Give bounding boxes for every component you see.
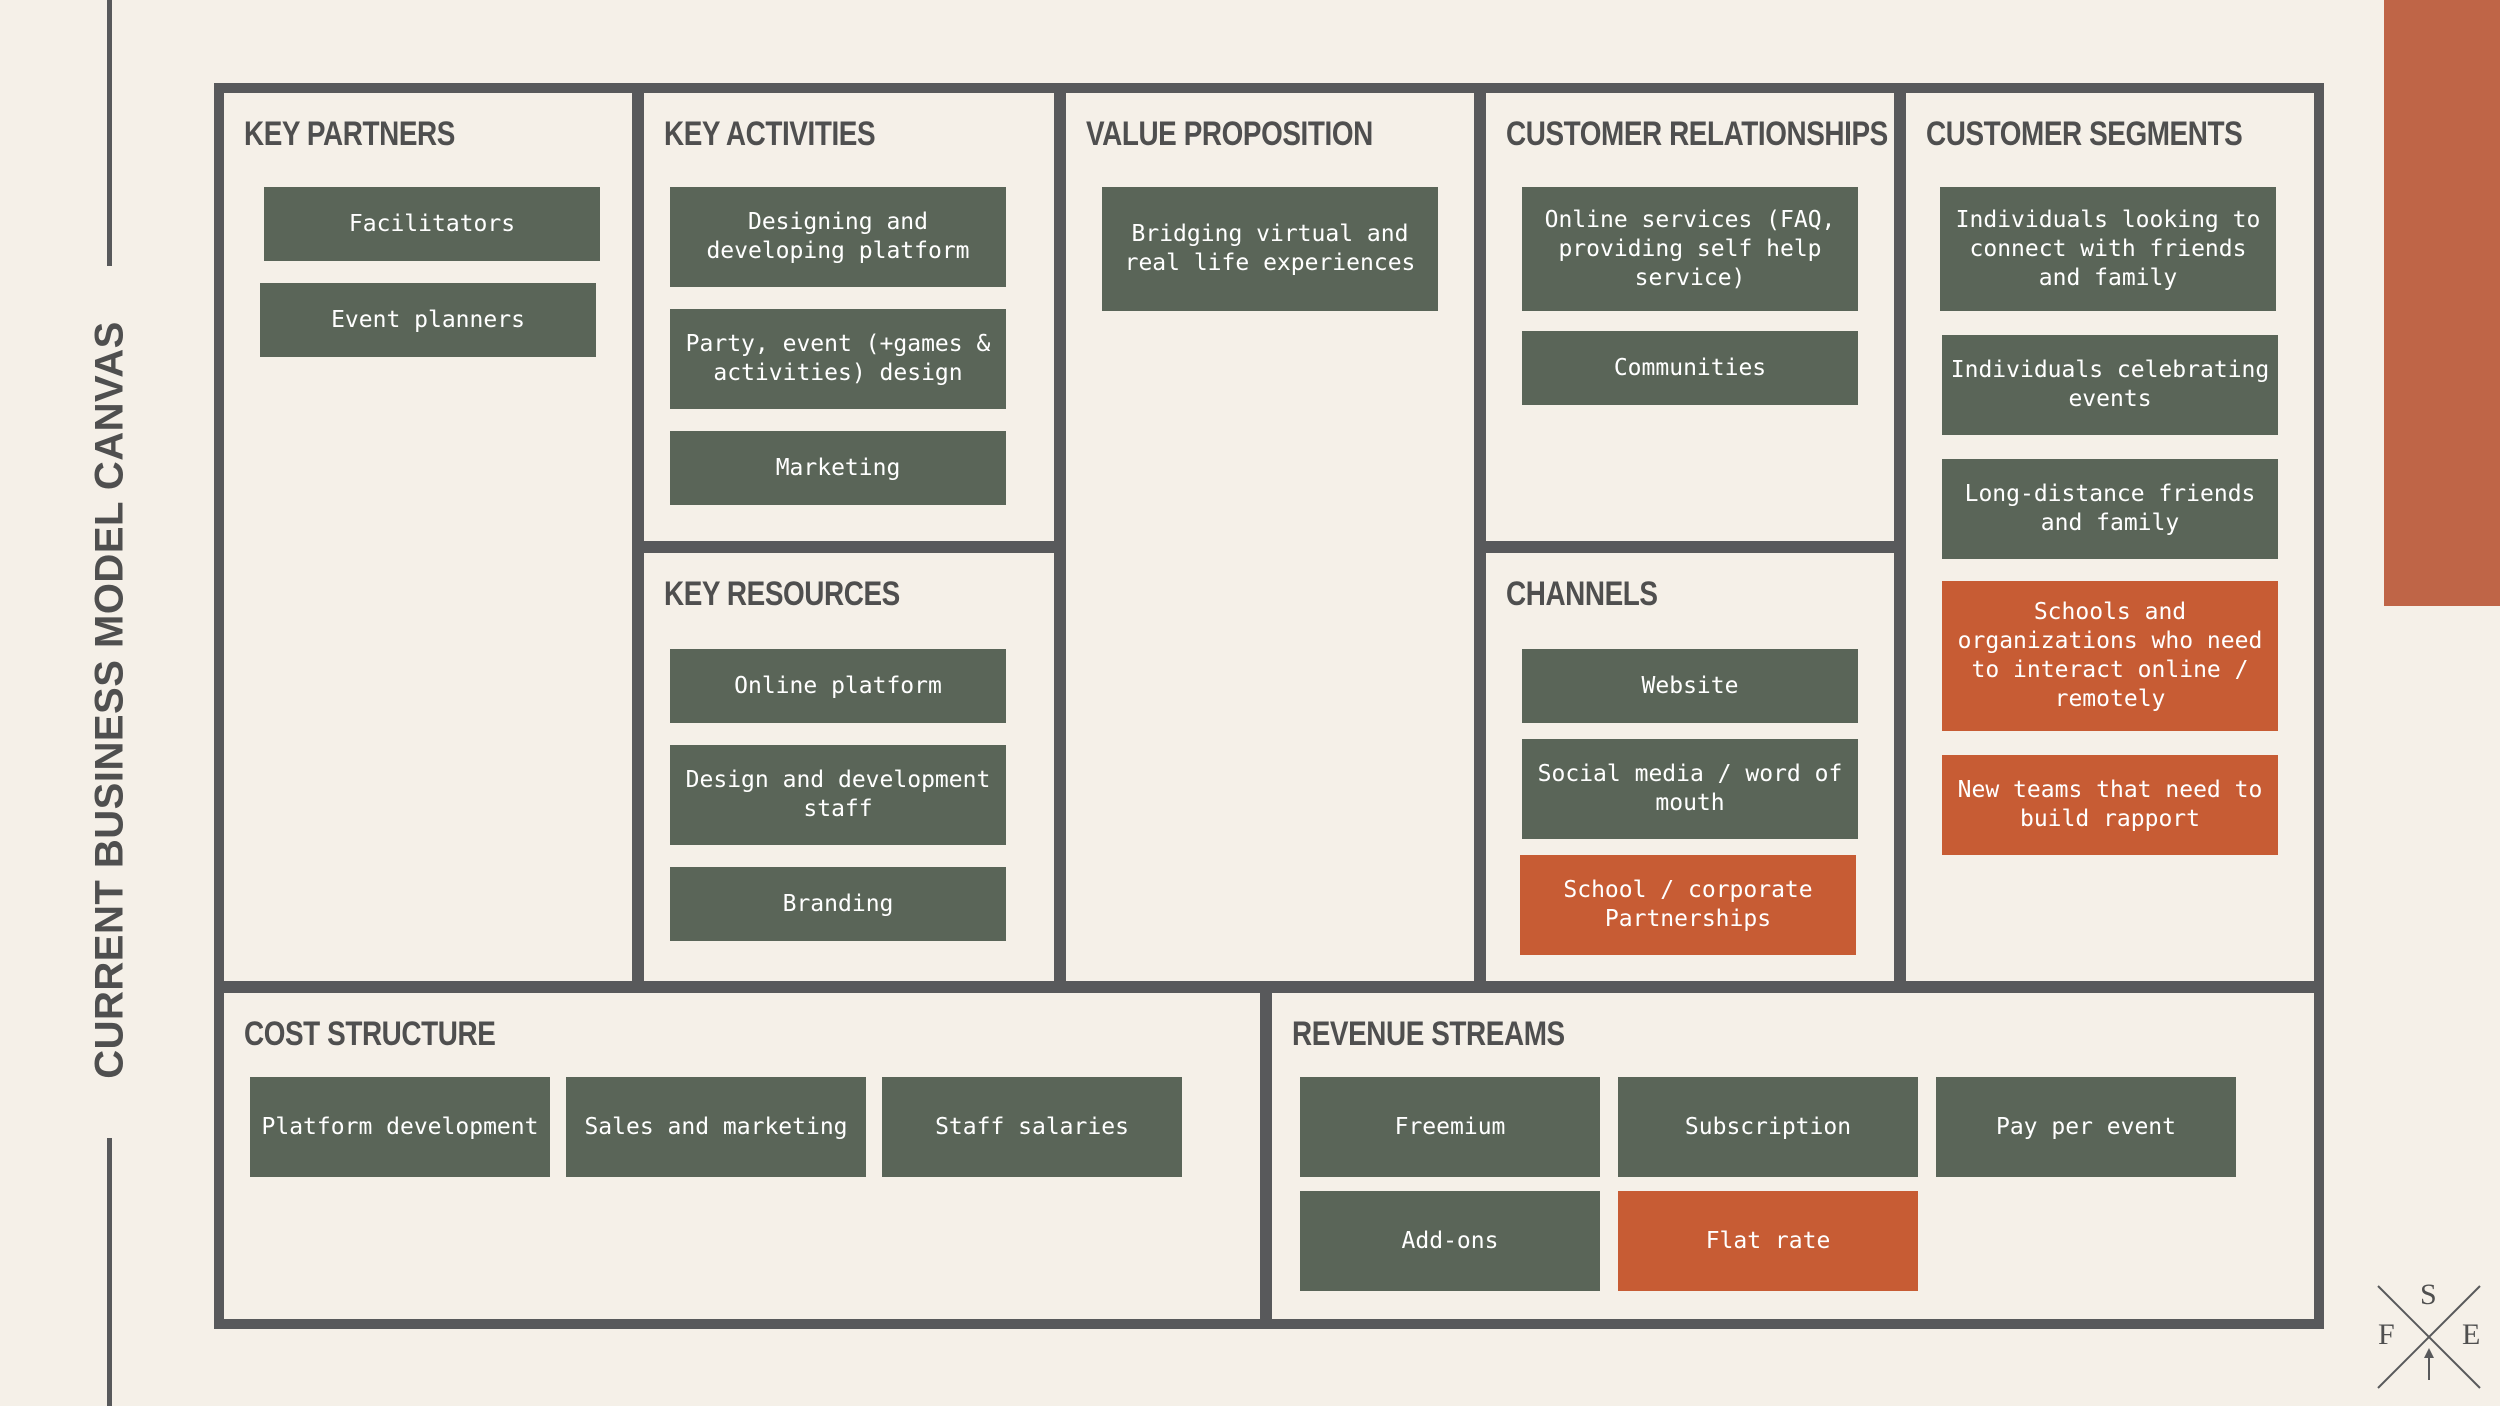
section-title: KEY ACTIVITIES bbox=[664, 115, 876, 153]
section-title: CUSTOMER SEGMENTS bbox=[1926, 115, 2243, 153]
customer-relationship-item: Online services (FAQ, providing self hel… bbox=[1522, 187, 1858, 311]
key-partner-item: Facilitators bbox=[264, 187, 600, 261]
key-activity-item: Marketing bbox=[670, 431, 1006, 505]
channel-item-highlight: School / corporate Partnerships bbox=[1520, 855, 1856, 955]
section-title: REVENUE STREAMS bbox=[1292, 1015, 1565, 1053]
key-partners-section: KEY PARTNERS Facilitators Event planners bbox=[224, 93, 632, 981]
revenue-item: Subscription bbox=[1618, 1077, 1918, 1177]
page-title: CURRENT BUSINESS MODEL CANVAS bbox=[87, 321, 132, 1079]
key-activities-section: KEY ACTIVITIES Designing and developing … bbox=[644, 93, 1054, 541]
customer-segment-item: Individuals celebrating events bbox=[1942, 335, 2278, 435]
value-proposition-section: VALUE PROPOSITION Bridging virtual and r… bbox=[1066, 93, 1474, 981]
section-title: VALUE PROPOSITION bbox=[1086, 115, 1373, 153]
side-divider-bottom bbox=[107, 1138, 112, 1406]
customer-segment-item: Long-distance friends and family bbox=[1942, 459, 2278, 559]
logo-letter-right: E bbox=[2462, 1318, 2481, 1351]
cost-structure-section: COST STRUCTURE Platform development Sale… bbox=[224, 993, 1260, 1319]
cost-item: Staff salaries bbox=[882, 1077, 1182, 1177]
channel-item: Social media / word of mouth bbox=[1522, 739, 1858, 839]
revenue-item: Add-ons bbox=[1300, 1191, 1600, 1291]
customer-segment-item-highlight: New teams that need to build rapport bbox=[1942, 755, 2278, 855]
section-title: KEY PARTNERS bbox=[244, 115, 455, 153]
revenue-item-highlight: Flat rate bbox=[1618, 1191, 1918, 1291]
customer-relationships-section: CUSTOMER RELATIONSHIPS Online services (… bbox=[1486, 93, 1894, 541]
cost-item: Platform development bbox=[250, 1077, 550, 1177]
channels-section: CHANNELS Website Social media / word of … bbox=[1486, 553, 1894, 981]
revenue-item: Freemium bbox=[1300, 1077, 1600, 1177]
key-activity-item: Designing and developing platform bbox=[670, 187, 1006, 287]
channel-item: Website bbox=[1522, 649, 1858, 723]
logo: S F E bbox=[2374, 1278, 2484, 1392]
cost-item: Sales and marketing bbox=[566, 1077, 866, 1177]
customer-segment-item-highlight: Schools and organizations who need to in… bbox=[1942, 581, 2278, 731]
key-partner-item: Event planners bbox=[260, 283, 596, 357]
accent-rectangle bbox=[2384, 0, 2500, 606]
section-title: COST STRUCTURE bbox=[244, 1015, 496, 1053]
logo-letter-top: S bbox=[2420, 1278, 2437, 1311]
customer-segments-section: CUSTOMER SEGMENTS Individuals looking to… bbox=[1906, 93, 2314, 981]
revenue-item: Pay per event bbox=[1936, 1077, 2236, 1177]
key-resource-item: Online platform bbox=[670, 649, 1006, 723]
key-activity-item: Party, event (+games & activities) desig… bbox=[670, 309, 1006, 409]
customer-relationship-item: Communities bbox=[1522, 331, 1858, 405]
customer-segment-item: Individuals looking to connect with frie… bbox=[1940, 187, 2276, 311]
key-resources-section: KEY RESOURCES Online platform Design and… bbox=[644, 553, 1054, 981]
key-resource-item: Branding bbox=[670, 867, 1006, 941]
revenue-streams-section: REVENUE STREAMS Freemium Subscription Pa… bbox=[1272, 993, 2314, 1319]
logo-letter-left: F bbox=[2378, 1318, 2395, 1351]
section-title: CUSTOMER RELATIONSHIPS bbox=[1506, 115, 1888, 153]
section-title: CHANNELS bbox=[1506, 575, 1658, 613]
canvas-frame: KEY PARTNERS Facilitators Event planners… bbox=[214, 83, 2324, 1329]
side-divider-top bbox=[107, 0, 112, 266]
key-resource-item: Design and development staff bbox=[670, 745, 1006, 845]
section-title: KEY RESOURCES bbox=[664, 575, 900, 613]
compass-cross-icon bbox=[2377, 1285, 2481, 1389]
value-proposition-item: Bridging virtual and real life experienc… bbox=[1102, 187, 1438, 311]
